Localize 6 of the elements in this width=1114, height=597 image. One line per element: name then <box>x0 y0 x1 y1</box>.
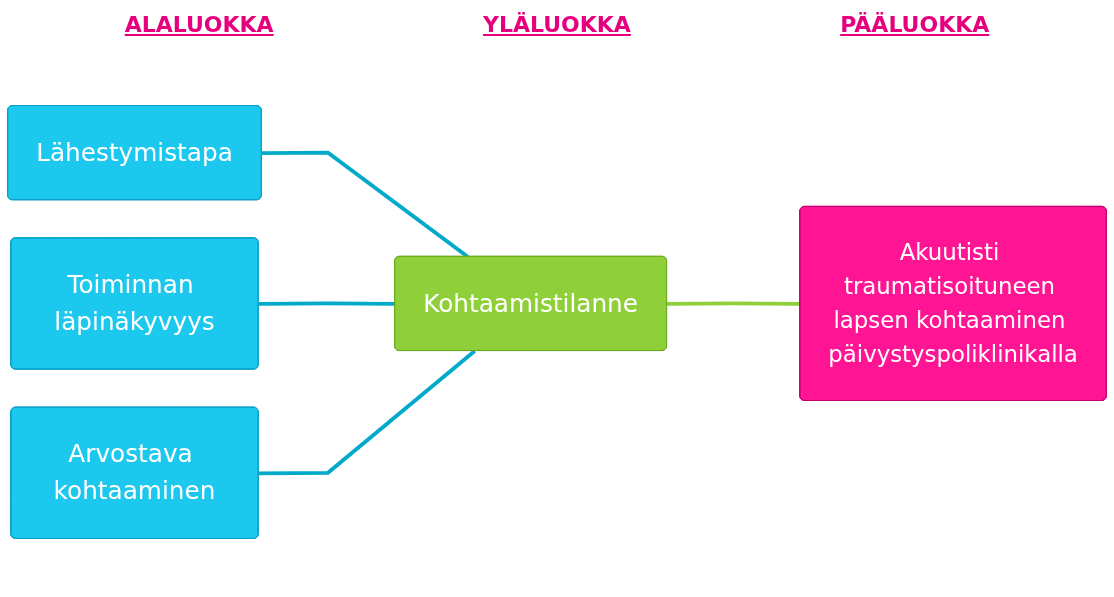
column-heading: ALALUOKKA <box>124 12 274 39</box>
column-heading: PÄÄLUOKKA <box>840 12 990 39</box>
connector <box>258 301 396 306</box>
connector <box>258 349 476 476</box>
column-heading: YLÄLUOKKA <box>483 12 631 39</box>
connector <box>667 301 801 306</box>
